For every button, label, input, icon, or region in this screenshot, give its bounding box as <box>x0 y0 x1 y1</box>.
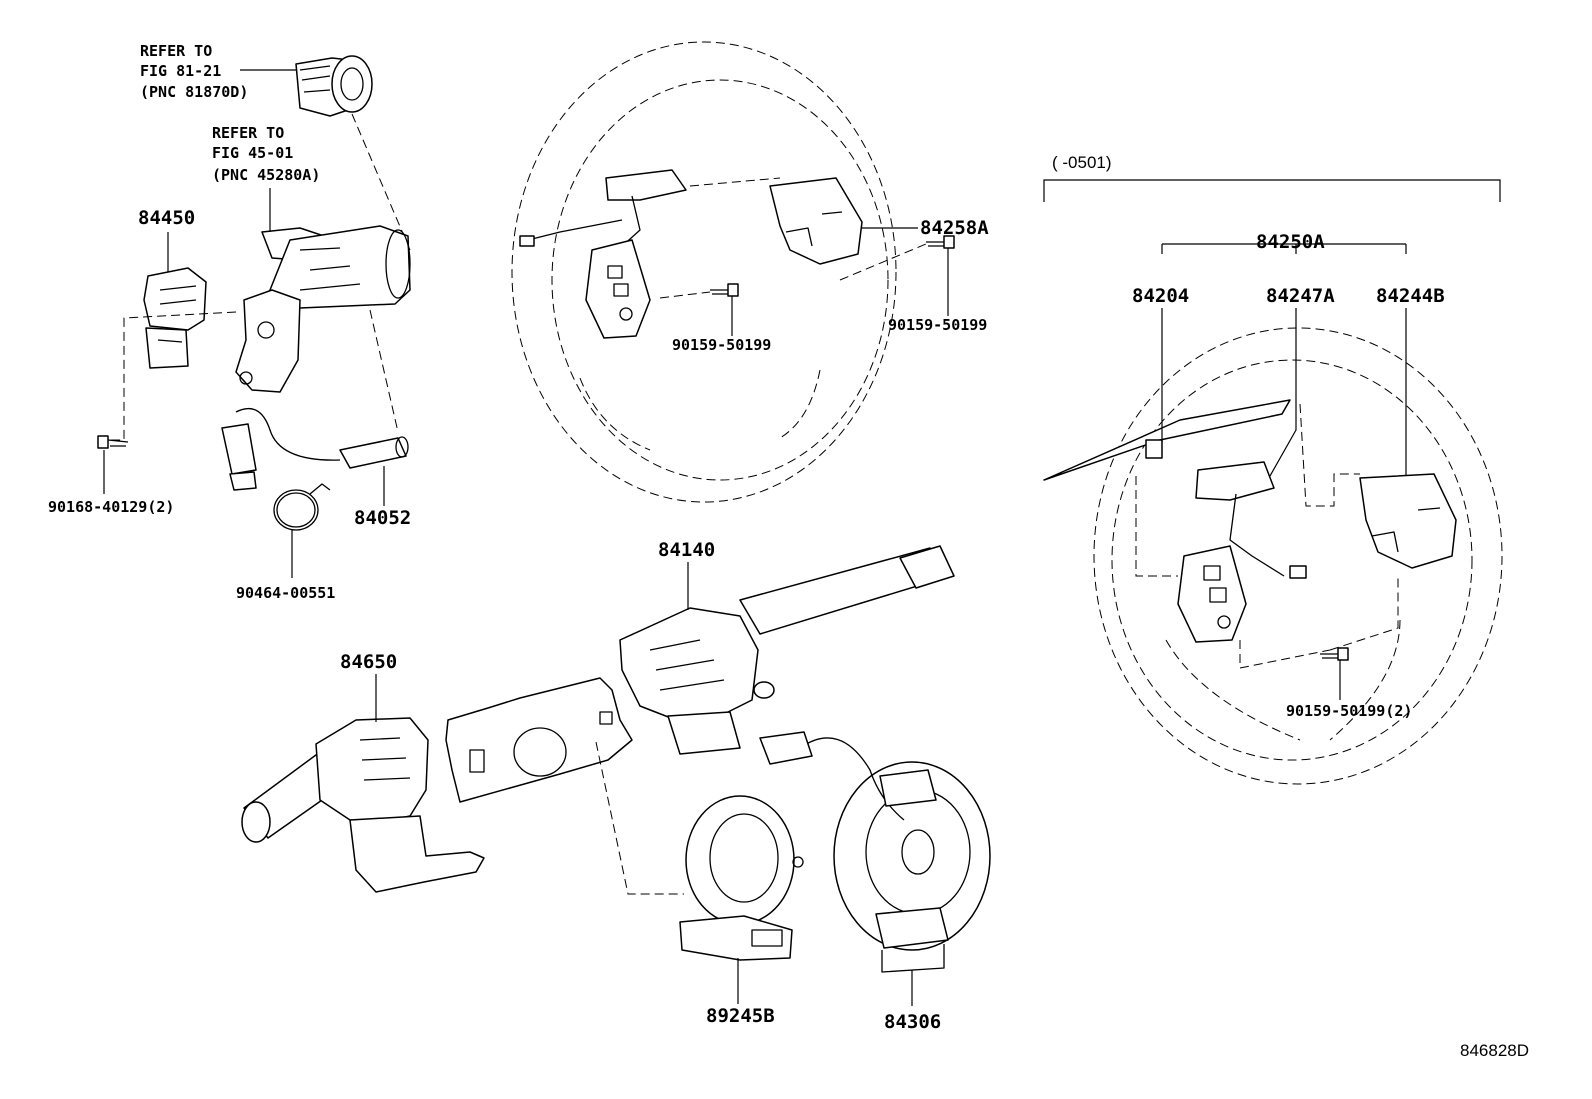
diagram-id: 846828D <box>1460 1041 1529 1060</box>
ref1-line3: (PNC 81870D) <box>140 83 248 101</box>
part-label-84650[interactable]: 84650 <box>340 651 397 673</box>
part-label-84247A[interactable]: 84247A <box>1266 285 1335 307</box>
part-label-84450[interactable]: 84450 <box>138 207 195 229</box>
leader-84250A <box>1161 243 1407 254</box>
range-note: ( -0501) <box>1052 153 1112 172</box>
harness-84052-drawing <box>221 407 409 491</box>
part-label-90168-40129[interactable]: 90168-40129(2) <box>48 498 174 516</box>
dashed-guide-84450 <box>108 311 237 441</box>
steering-column-housing-drawing <box>235 225 411 393</box>
part-label-84250A[interactable]: 84250A <box>1256 231 1325 253</box>
part-label-84204[interactable]: 84204 <box>1132 285 1189 307</box>
reference-note-1: REFER TO FIG 81-21 (PNC 81870D) <box>140 42 248 101</box>
ref2-line2: FIG 45-01 <box>212 144 293 162</box>
spiral-cable-84306-drawing <box>759 731 991 973</box>
ref1-line1: REFER TO <box>140 42 212 60</box>
ref2-line3: (PNC 45280A) <box>212 166 320 184</box>
part-label-90464-00551[interactable]: 90464-00551 <box>236 584 335 602</box>
part-label-89245B[interactable]: 89245B <box>706 1005 775 1027</box>
part-label-90159-50199-2[interactable]: 90159-50199(2) <box>1286 702 1412 720</box>
steering-wheel-upper-drawing <box>511 41 955 503</box>
ref2-line1: REFER TO <box>212 124 284 142</box>
switch-84650-drawing <box>241 717 485 893</box>
part-label-84140[interactable]: 84140 <box>658 539 715 561</box>
range-bracket <box>1043 179 1501 202</box>
part-label-84258A[interactable]: 84258A <box>920 217 989 239</box>
reference-note-2: REFER TO FIG 45-01 (PNC 45280A) <box>212 124 320 184</box>
steering-wheel-right-drawing <box>1043 327 1503 785</box>
switch-84140-drawing <box>619 545 955 755</box>
dashed-guide-89245B <box>595 741 684 895</box>
sensor-89245B-drawing <box>679 795 804 961</box>
screw-90168-drawing <box>97 435 129 449</box>
leader-84247A <box>1269 308 1297 477</box>
ref1-line2: FIG 81-21 <box>140 62 221 80</box>
key-cylinder-drawing <box>295 55 373 117</box>
switch-84450-drawing <box>143 267 207 369</box>
dashed-guide-key <box>351 113 411 251</box>
part-label-90159-50199-b[interactable]: 90159-50199 <box>888 316 987 334</box>
part-label-90159-50199-a[interactable]: 90159-50199 <box>672 336 771 354</box>
switch-body-drawing <box>445 677 633 803</box>
part-label-84052[interactable]: 84052 <box>354 507 411 529</box>
part-label-84244B[interactable]: 84244B <box>1376 285 1445 307</box>
dashed-guide-84052 <box>369 309 399 433</box>
part-label-84306[interactable]: 84306 <box>884 1011 941 1033</box>
clamp-90464-drawing <box>273 483 331 531</box>
